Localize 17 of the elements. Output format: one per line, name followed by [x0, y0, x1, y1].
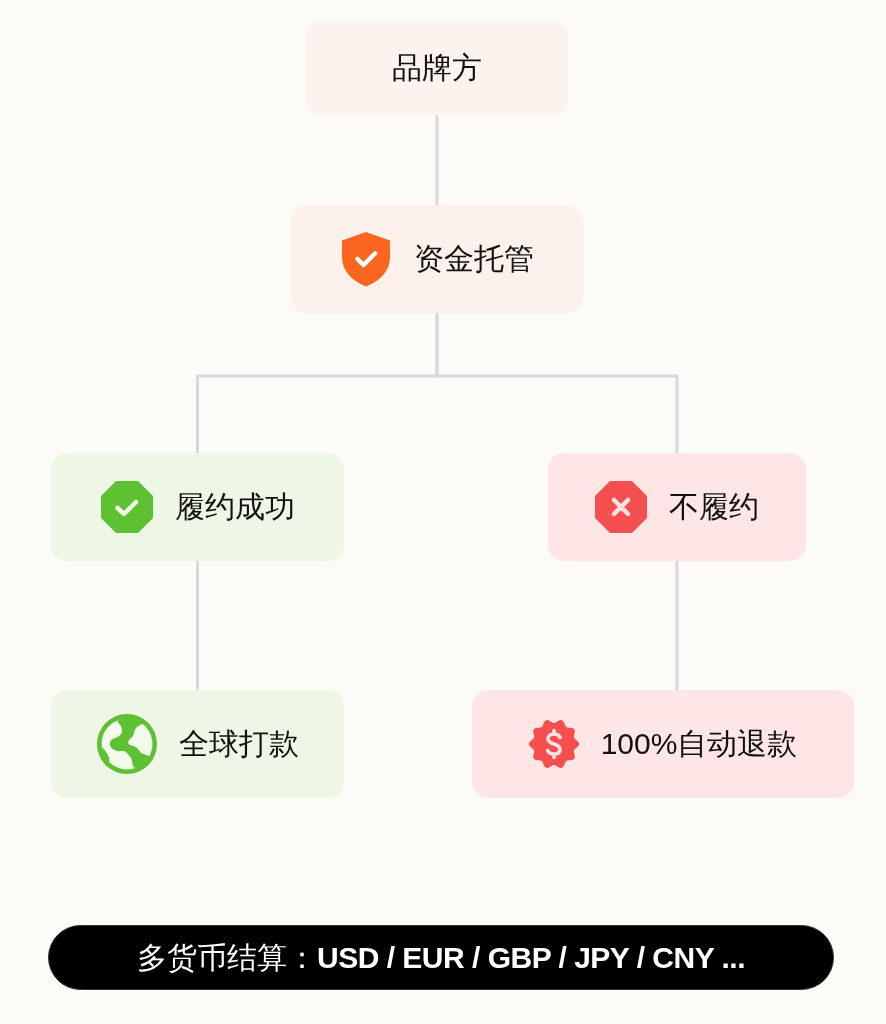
connector-line — [675, 561, 679, 690]
connector-line — [196, 561, 199, 690]
node-label: 全球打款 — [178, 726, 299, 762]
node-label: 品牌方 — [392, 50, 482, 86]
process-box — [51, 690, 344, 798]
node-label: 100%自动退款 — [600, 726, 798, 762]
process-box — [306, 21, 568, 115]
node-label: 履约成功 — [174, 489, 295, 525]
connector-line — [435, 115, 439, 205]
node-label: 资金托管 — [414, 241, 534, 277]
node-label: 不履约 — [669, 489, 759, 525]
process-box — [472, 690, 854, 798]
process-box — [291, 205, 583, 313]
banner-text: 多货币结算：USD / EUR / GBP / JPY / CNY ... — [137, 939, 745, 976]
connector-line — [435, 313, 679, 453]
process-box — [51, 453, 344, 561]
process-box — [548, 453, 806, 561]
